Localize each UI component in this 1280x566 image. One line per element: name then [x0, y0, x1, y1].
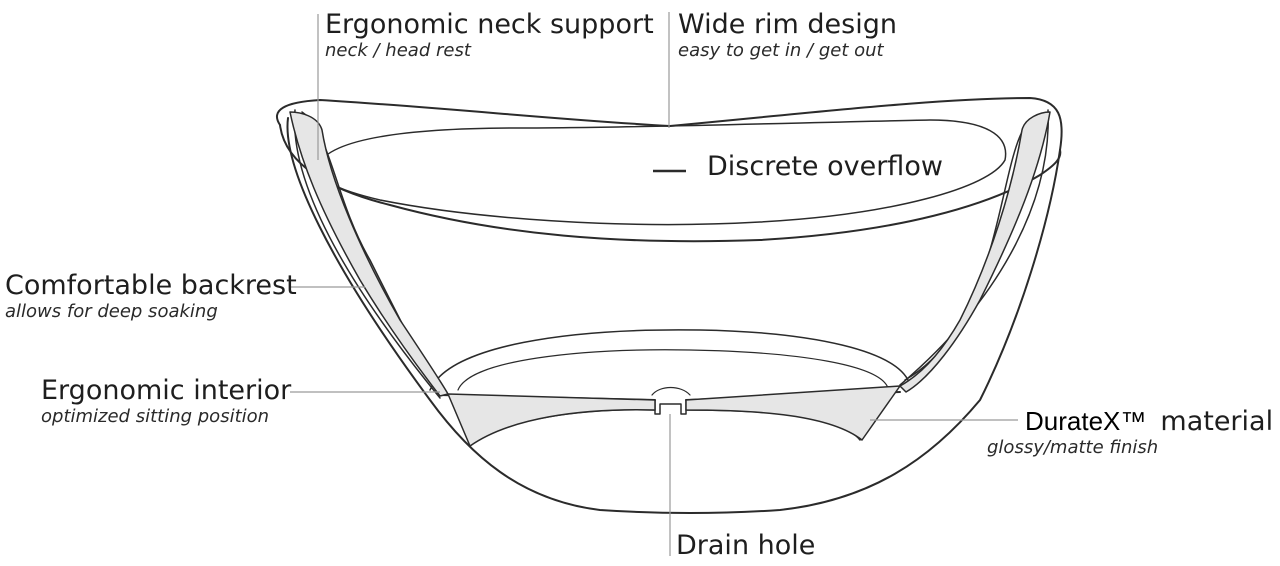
- drain-title: Drain hole: [676, 530, 816, 561]
- interior-subtitle: optimized sitting position: [41, 406, 270, 428]
- label-interior: Ergonomic interior optimized sitting pos…: [41, 375, 291, 428]
- tub-outer-shell: [286, 117, 1061, 514]
- material-brand: DurateX™: [1025, 406, 1147, 436]
- label-backrest: Comfortable backrest allows for deep soa…: [5, 270, 297, 323]
- tub-rim-inner: [317, 119, 1007, 226]
- tub-rim-lower: [279, 124, 1062, 243]
- label-wide-rim: Wide rim design easy to get in / get out: [678, 9, 897, 62]
- left-wall-section: [289, 111, 449, 397]
- material-title-row: DurateX™ material: [1025, 406, 1273, 437]
- backrest-subtitle: allows for deep soaking: [5, 301, 218, 323]
- wide-rim-title: Wide rim design: [678, 9, 897, 40]
- neck-support-title: Ergonomic neck support: [325, 9, 654, 40]
- label-drain: Drain hole: [676, 530, 815, 561]
- label-material: DurateX™ material glossy/matte finish: [987, 406, 1273, 459]
- material-title: material: [1160, 406, 1274, 437]
- overflow-title: Discrete overflow: [707, 151, 943, 182]
- label-neck-support: Ergonomic neck support neck / head rest: [325, 9, 654, 62]
- tub-floor-back: [429, 329, 911, 391]
- tub-right-wall-outer: [899, 109, 1049, 386]
- material-subtitle: glossy/matte finish: [987, 437, 1159, 459]
- interior-title: Ergonomic interior: [41, 375, 292, 406]
- drain-hole-shape: [654, 399, 687, 415]
- tub-left-wall-outer: [293, 109, 441, 399]
- wide-rim-subtitle: easy to get in / get out: [678, 40, 884, 62]
- tub-floor-back-inner: [457, 349, 889, 391]
- backrest-title: Comfortable backrest: [5, 270, 297, 301]
- left-floor-section: [447, 393, 656, 447]
- neck-support-subtitle: neck / head rest: [325, 40, 471, 62]
- right-floor-section: [685, 385, 901, 441]
- label-overflow: Discrete overflow: [707, 151, 943, 182]
- drain-top-curve: [651, 386, 691, 396]
- right-wall-section: [899, 111, 1051, 393]
